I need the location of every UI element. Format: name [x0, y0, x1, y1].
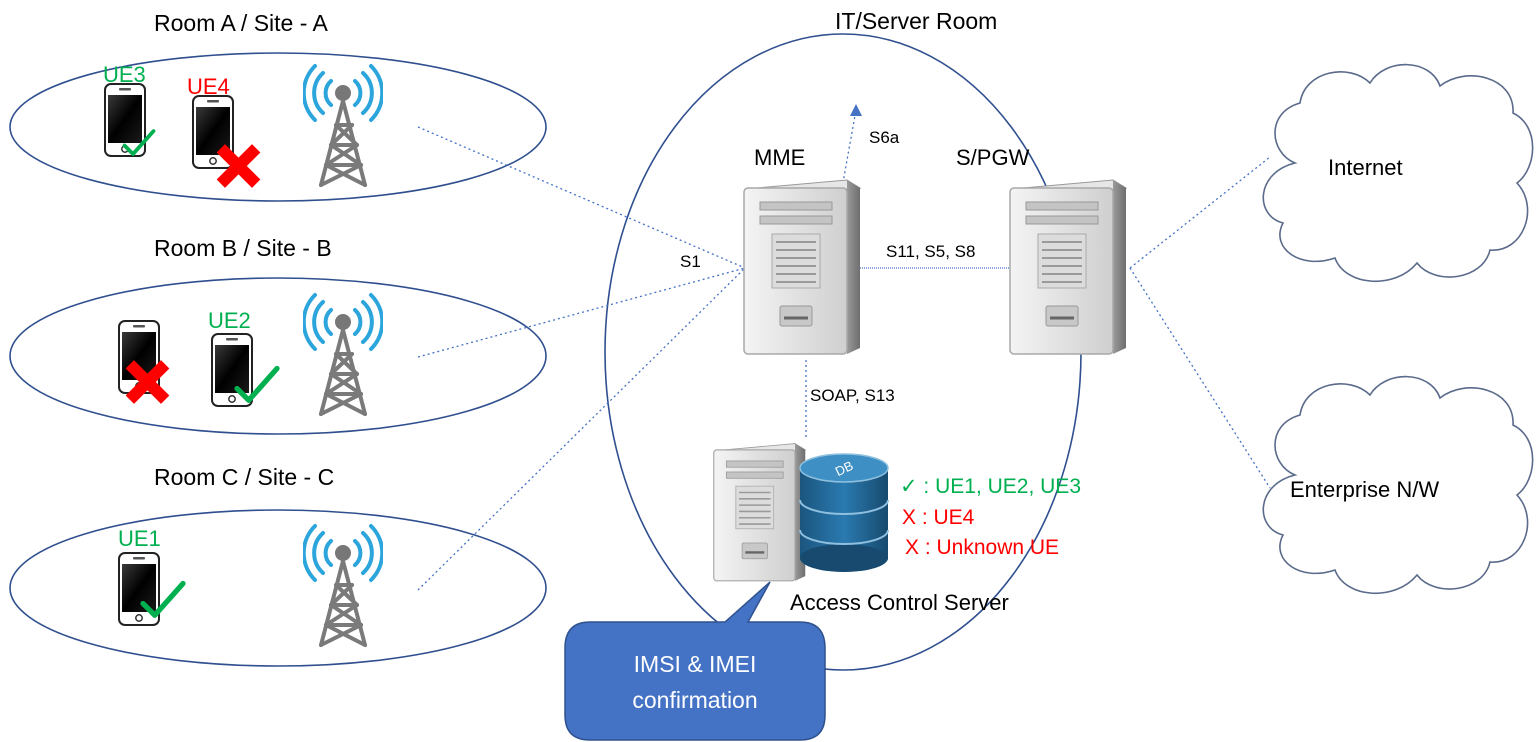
- spgw-server-icon: [1008, 178, 1128, 356]
- s6a-label: S6a: [869, 128, 900, 147]
- tower-b-icon: [303, 293, 383, 416]
- acs-label: Access Control Server: [790, 590, 1009, 615]
- link-c-mme: [417, 267, 746, 591]
- s6a-arrowhead: [850, 104, 862, 116]
- link-b-mme: [417, 267, 746, 358]
- spgw-label: S/PGW: [956, 145, 1030, 170]
- mme-server-icon: [742, 178, 862, 356]
- legend-denied-unknown: X : Unknown UE: [905, 536, 1060, 559]
- ue4-label: UE4: [187, 74, 230, 99]
- room-b-ellipse: [9, 277, 547, 435]
- enterprise-label: Enterprise N/W: [1290, 477, 1440, 502]
- mme-label: MME: [754, 145, 806, 170]
- ue1-label: UE1: [118, 526, 161, 551]
- link-spgw-enterprise: [1129, 267, 1271, 489]
- link-mme-s6a: [841, 109, 857, 189]
- callout-line2: confirmation: [632, 687, 758, 713]
- room-c-ellipse: [9, 509, 547, 667]
- ue3-label: UE3: [103, 62, 146, 87]
- s1-label: S1: [680, 252, 701, 271]
- link-spgw-internet: [1129, 156, 1271, 269]
- room-b-title: Room B / Site - B: [154, 235, 332, 261]
- database-icon: DB: [799, 453, 889, 572]
- link-a-mme: [417, 126, 746, 269]
- room-a-ellipse: [9, 52, 547, 202]
- room-c-title: Room C / Site - C: [154, 464, 335, 490]
- legend-allowed: ✓ : UE1, UE2, UE3: [900, 475, 1081, 498]
- db-label: DB: [833, 458, 856, 479]
- it-room-title: IT/Server Room: [835, 8, 998, 34]
- tower-a-icon: [303, 64, 383, 187]
- room-a-title: Room A / Site - A: [154, 10, 328, 36]
- callout-line1: IMSI & IMEI: [633, 651, 757, 677]
- soap-label: SOAP, S13: [810, 386, 895, 405]
- tower-c-icon: [303, 524, 383, 647]
- callout-bubble: [564, 581, 826, 741]
- ue2-label: UE2: [208, 308, 251, 333]
- acs-server-icon: [712, 442, 807, 583]
- internet-label: Internet: [1328, 155, 1403, 180]
- legend-denied-ue4: X : UE4: [902, 506, 975, 529]
- s11-label: S11, S5, S8: [886, 242, 976, 261]
